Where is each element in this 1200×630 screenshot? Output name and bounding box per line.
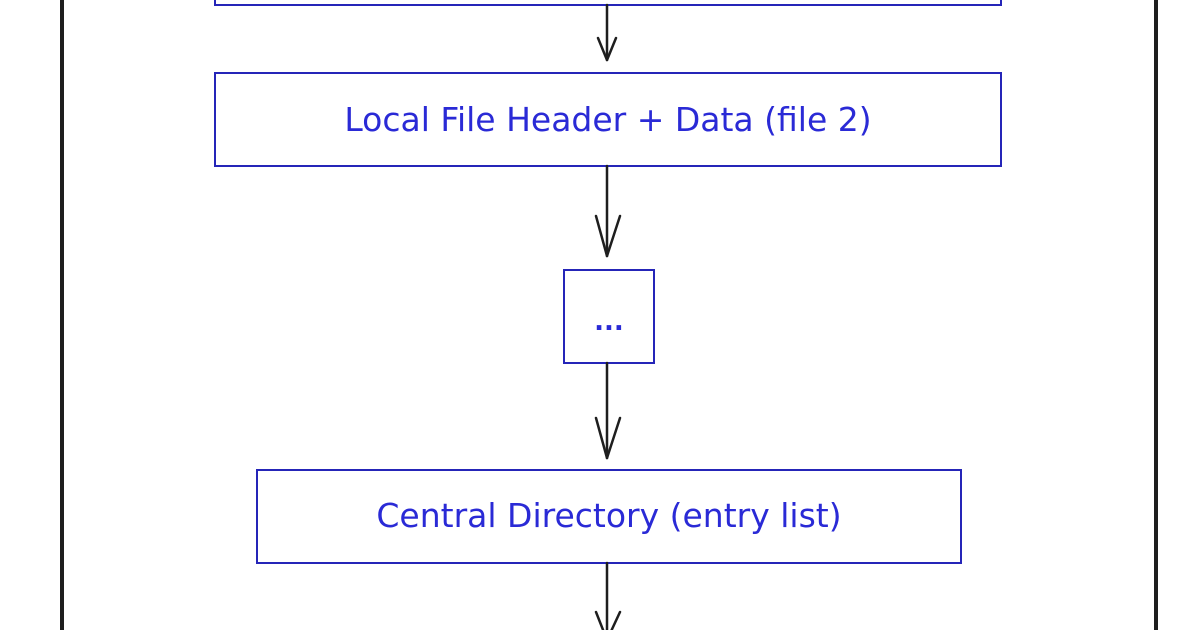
node-local-file-header-2: Local File Header + Data (file 2)	[214, 72, 1002, 167]
edge-1-to-2	[596, 3, 618, 62]
edge-ellipsis-to-central-directory	[594, 361, 622, 460]
node-label-ellipsis: ...	[594, 307, 624, 337]
node-label-central-directory: Central Directory (entry list)	[376, 496, 841, 535]
node-central-directory: Central Directory (entry list)	[256, 469, 962, 564]
node-label-local-file-header-2: Local File Header + Data (file 2)	[344, 100, 871, 139]
node-ellipsis: ...	[563, 269, 655, 364]
arrowhead-icon	[594, 214, 622, 258]
arrowhead-icon	[596, 36, 618, 62]
arrowhead-icon	[594, 416, 622, 460]
arrowhead-icon	[594, 610, 622, 630]
edge-2-to-ellipsis	[594, 164, 622, 258]
edge-central-directory-to-next	[594, 561, 622, 630]
